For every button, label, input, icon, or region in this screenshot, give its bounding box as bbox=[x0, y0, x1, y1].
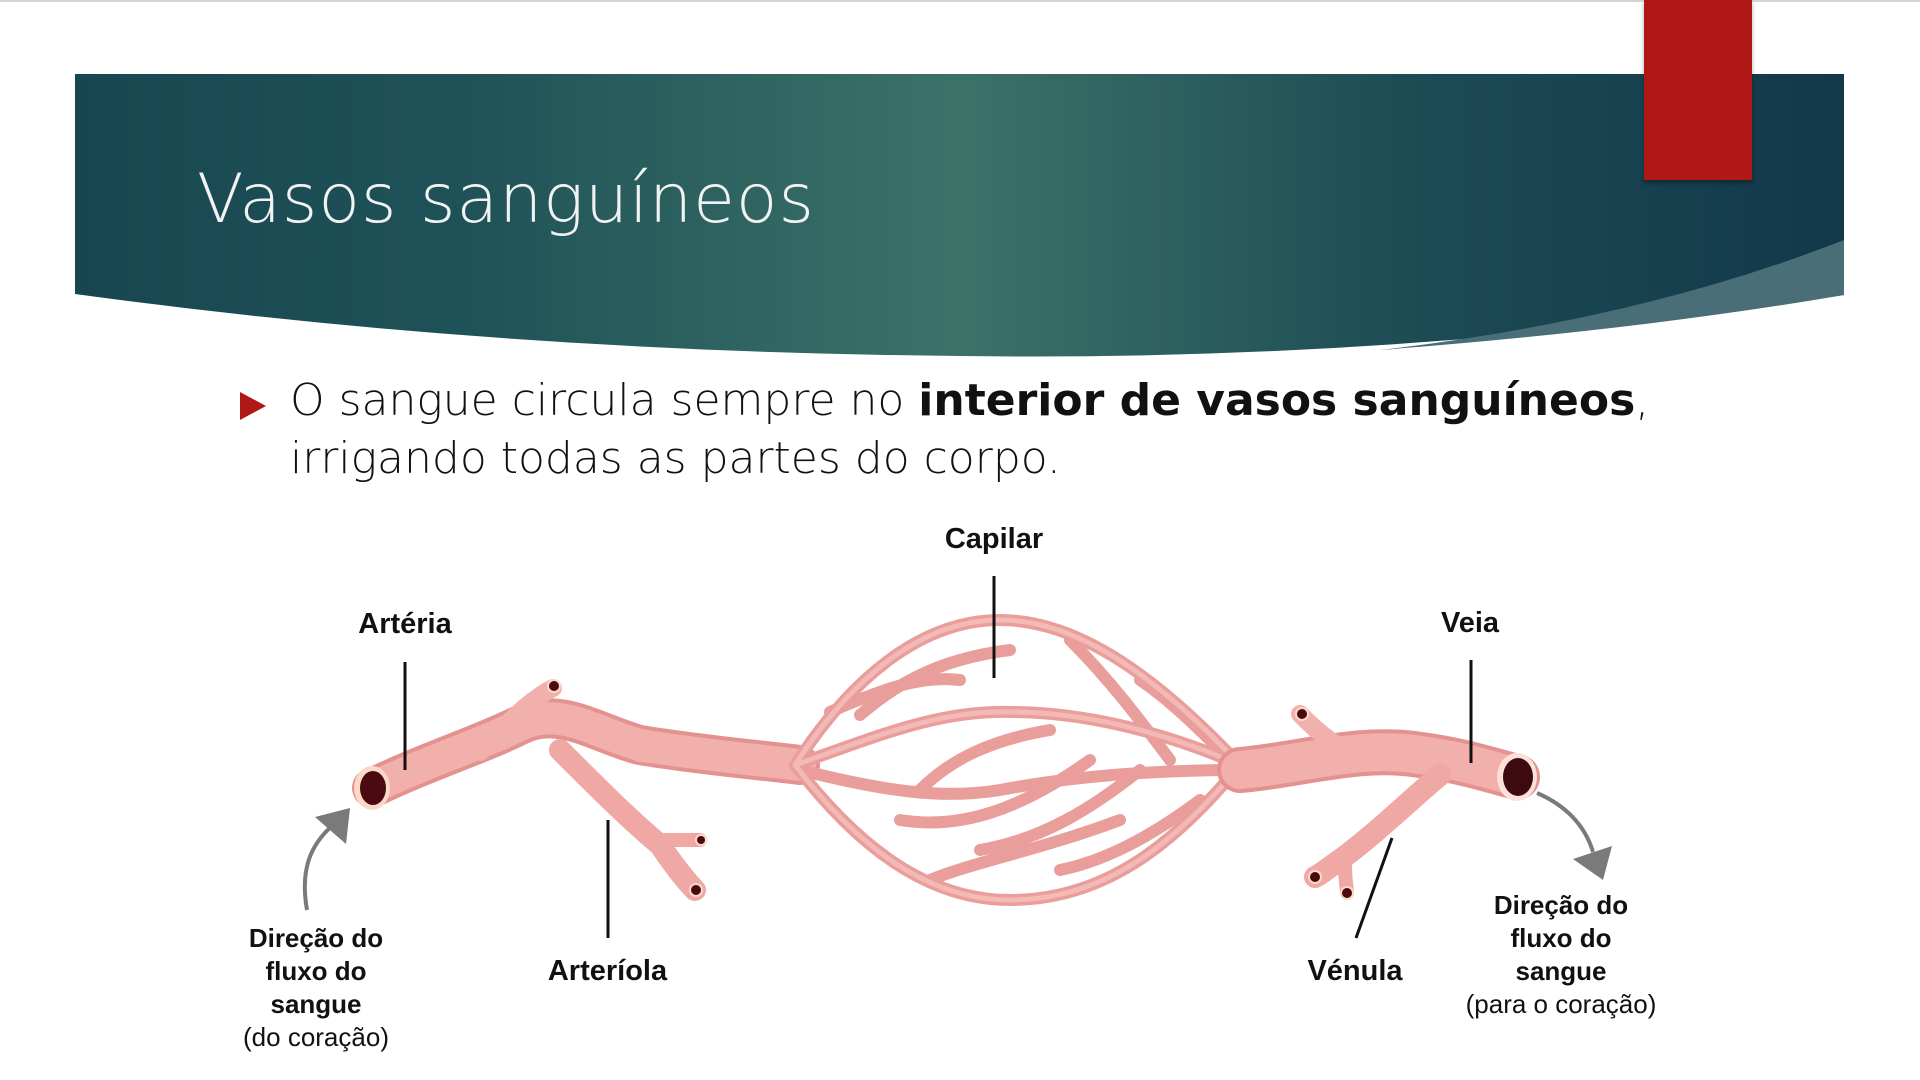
flow-out-arrow-icon bbox=[1536, 791, 1595, 853]
label-capilar: Capilar bbox=[944, 523, 1044, 555]
flow-in-line4: (do coração) bbox=[243, 1022, 389, 1052]
flow-in-caption: Direção do fluxo do sangue (do coração) bbox=[216, 922, 416, 1054]
accent-tab bbox=[1644, 0, 1752, 180]
capillary-network bbox=[789, 613, 1246, 907]
label-veia: Veia bbox=[1440, 607, 1500, 639]
flow-out-line3: sangue bbox=[1515, 956, 1607, 986]
flow-in-arrow-icon bbox=[302, 823, 335, 911]
flow-out-line1: Direção do bbox=[1493, 890, 1629, 920]
flow-in-line2: fluxo do bbox=[265, 956, 367, 986]
bullet-text: O sangue circula sempre no interior de v… bbox=[290, 372, 1710, 488]
label-arteria: Artéria bbox=[358, 608, 452, 640]
artery-vessel bbox=[352, 679, 820, 901]
label-venula: Vénula bbox=[1307, 955, 1403, 987]
label-arteriola: Arteríola bbox=[547, 955, 668, 987]
flow-in-line1: Direção do bbox=[248, 923, 384, 953]
flow-in-line3: sangue bbox=[270, 989, 362, 1019]
window-top-border bbox=[0, 0, 1920, 2]
bullet-text-end: , irrigando todas as partes do corpo. bbox=[290, 375, 1650, 484]
title-banner bbox=[75, 74, 1844, 357]
bullet-triangle-icon bbox=[240, 392, 266, 420]
leader-lines bbox=[403, 576, 1473, 939]
vein-vessel bbox=[1217, 705, 1540, 900]
flow-out-line4: (para o coração) bbox=[1465, 989, 1657, 1019]
slide-title: Vasos sanguíneos bbox=[197, 160, 815, 239]
bullet-text-bold: interior de vasos sanguíneos bbox=[918, 375, 1636, 426]
flow-out-line2: fluxo do bbox=[1510, 923, 1612, 953]
bullet-text-normal: O sangue circula sempre no bbox=[290, 375, 919, 426]
flow-out-caption: Direção do fluxo do sangue (para o coraç… bbox=[1441, 889, 1681, 1021]
